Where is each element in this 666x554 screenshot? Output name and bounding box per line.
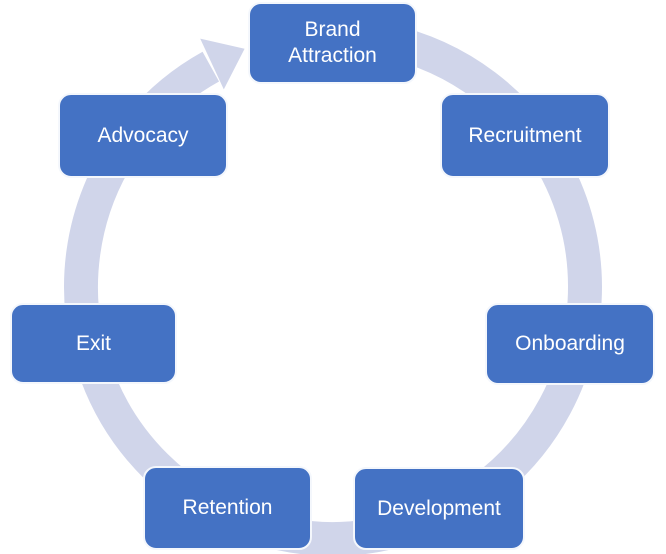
- node-label: Recruitment: [468, 123, 582, 147]
- node-label: Advocacy: [97, 123, 189, 147]
- node-recruitment: Recruitment: [440, 93, 610, 178]
- node-advocacy: Advocacy: [58, 93, 228, 178]
- node-onboarding: Onboarding: [485, 303, 655, 385]
- node-label: Development: [377, 496, 501, 520]
- cycle-arrowhead-icon: [200, 38, 245, 90]
- node-label: Retention: [182, 496, 273, 520]
- node-development: Development: [353, 467, 525, 550]
- node-retention: Retention: [143, 466, 312, 550]
- node-label: Onboarding: [515, 332, 625, 356]
- node-label: Brand Attraction: [288, 18, 377, 67]
- node-exit: Exit: [10, 303, 177, 384]
- node-label: Exit: [75, 331, 111, 355]
- node-brand-attraction: Brand Attraction: [248, 2, 417, 84]
